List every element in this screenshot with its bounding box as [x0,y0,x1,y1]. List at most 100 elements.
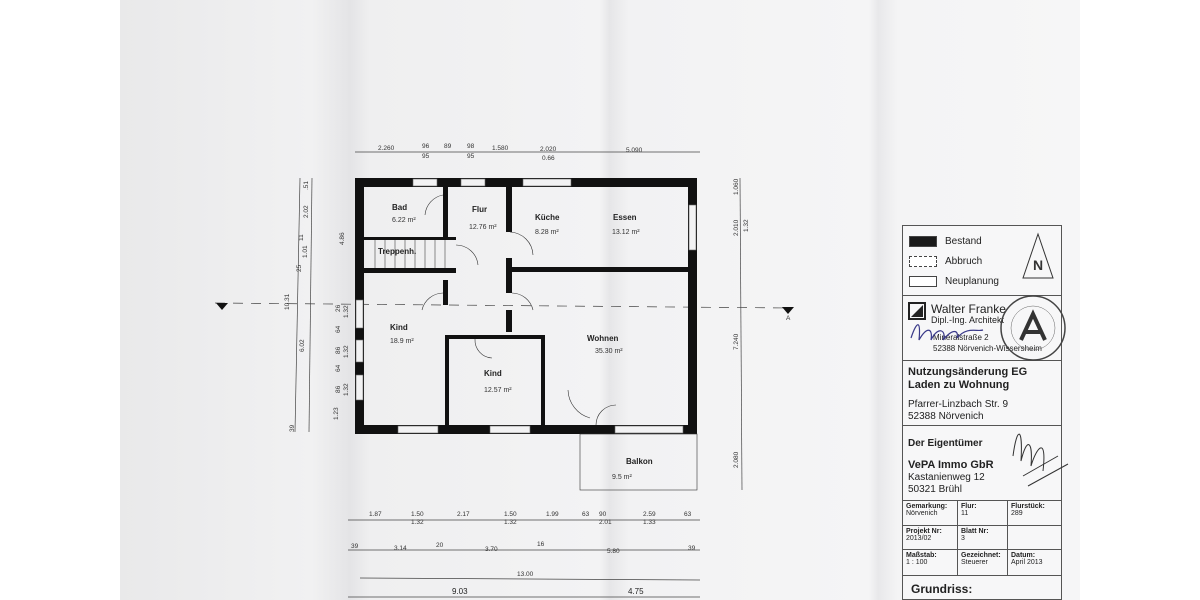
svg-text:N: N [1033,257,1043,273]
doors [421,194,698,491]
dimension-label: 63 [582,511,590,518]
room-name: Wohnen [587,334,619,343]
dimension-label: 1.32 [343,383,350,396]
title-block: Bestand Abbruch Neuplanung N Walter Fran… [902,225,1069,600]
legend-label: Abbruch [945,256,983,267]
dimension-label: 2.260 [378,145,395,152]
dimension-label: 1.50 [411,511,424,518]
architect-signature [910,324,984,341]
owner-signature [1012,433,1069,487]
dimension-label: 6.02 [299,339,306,352]
dimension-label: 95 [422,153,430,160]
project-title: Nutzungsänderung EG [908,366,1028,378]
field-value: Nörvenich [906,510,938,517]
field-label: Flurstück: [1011,503,1045,510]
room-area: 12.76 m² [469,224,497,231]
project-street: Pfarrer-Linzbach Str. 9 [908,399,1009,410]
dimension-label: 0.66 [542,155,555,162]
legend-swatch-bestand [909,236,937,247]
dimension-label: 9.03 [452,587,468,596]
owner-section: Der Eigentümer VePA Immo GbR Kastanienwe… [903,426,1069,501]
architect-logo-icon [908,302,926,320]
room-area: 13.12 m² [612,229,640,236]
room-area: 9.5 m² [612,474,633,481]
dimension-label: 1.33 [643,519,656,526]
dimension-label: 2.59 [643,511,656,518]
architect-stamp [1000,295,1066,361]
dimension-label: 1.87 [369,511,382,518]
architect-section: Walter Franke Dipl.-Ing. Architekt Miner… [903,295,1066,361]
field-value: 1 : 100 [906,559,928,566]
room-area: 35.30 m² [595,348,623,355]
fields-row-1: Gemarkung:Nörvenich Flur:11 Flurstück:28… [903,501,1061,526]
room-area: 6.22 m² [392,217,416,224]
project-section: Nutzungsänderung EG Laden zu Wohnung Pfa… [903,361,1061,426]
dimension-label: 4.75 [628,587,644,596]
dimension-label: 1.32 [743,219,750,232]
field-value: April 2013 [1011,559,1043,566]
architect-title: Dipl.-Ing. Architekt [931,315,1005,325]
dimension-label: 13.00 [517,571,534,578]
dimension-label: 26 [335,304,342,312]
fields-row-3: Maßstab:1 : 100 Gezeichnet:Steuerer Datu… [903,550,1061,576]
dimension-label: A [786,315,791,322]
dimension-label: 2.020 [540,146,557,153]
field-label: Flur: [961,503,977,510]
room-area: 8.28 m² [535,229,559,236]
architect-street: Mineralstraße 2 [933,333,989,342]
project-city: 52388 Nörvenich [908,411,984,422]
dimension-label: 20 [436,542,444,549]
dimension-label: 1.060 [733,178,740,195]
room-name: Essen [613,213,637,222]
dimension-labels: 2.260 96 89 98 1.580 2.020 5.090 95 95 0… [284,143,791,596]
dimension-label: 90 [599,511,607,518]
north-arrow-icon: N [1022,232,1054,279]
dimension-label: 2.02 [303,205,310,218]
dimension-label: 10.31 [284,293,291,310]
dimension-label: 7.240 [733,333,740,350]
dimension-label: .51 [303,181,310,190]
dimension-label: 86 [335,346,342,354]
room-name: Kind [390,323,408,332]
dimension-label: 2.080 [733,451,740,468]
architect-name: Walter Franke [931,302,1006,316]
room-area: 18.9 m² [390,338,414,345]
dimension-label: 16 [537,541,545,548]
field-value: 2013/02 [906,535,932,542]
owner-city: 50321 Brühl [908,484,962,495]
dimension-label: 39 [688,545,696,552]
dimension-label: 2.010 [733,219,740,236]
dimension-label: 5.090 [626,147,643,154]
field-value: Steuerer [961,559,988,566]
dimension-label: 25 [296,264,303,272]
owner-label: Der Eigentümer [908,438,983,449]
fields-row-2: Projekt Nr:2013/02 Blatt Nr:3 [903,526,1061,550]
dimension-label: 63 [684,511,692,518]
dimension-label: 1.32 [504,519,517,526]
dimension-label: 86 [335,385,342,393]
field-label: Maßstab: [906,552,937,559]
dimension-label: 1.32 [343,305,350,318]
dimension-lines [214,151,791,598]
legend-swatch-abbruch [909,256,937,267]
legend: Bestand Abbruch Neuplanung N [903,226,1061,296]
dimension-label: 39 [351,543,359,550]
field-label: Datum: [1011,552,1036,559]
dimension-label: 1.32 [343,345,350,358]
room-name: Treppenh. [378,247,416,256]
dimension-label: 39 [289,424,296,432]
section-marker-right-icon [782,307,794,314]
field-value: 3 [961,535,965,542]
legend-swatch-neuplanung [909,276,937,287]
room-name: Küche [535,213,560,222]
dimension-label: 1.50 [504,511,517,518]
field-label: Projekt Nr: [906,528,942,535]
dimension-label: 2.01 [599,519,612,526]
staircase [374,240,446,268]
dimension-label: 64 [335,364,342,372]
dimension-label: 1.23 [333,407,340,420]
field-value: 11 [961,510,969,517]
dimension-label: 1.99 [546,511,559,518]
dimension-label: 95 [467,153,475,160]
